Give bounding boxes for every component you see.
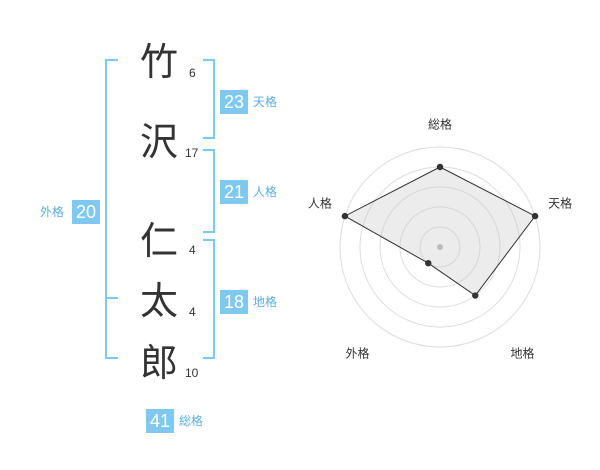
stroke-count-2: 17 [185, 146, 199, 160]
chikaku-label: 地格 [253, 295, 278, 309]
jinkaku-label: 人格 [253, 185, 278, 199]
radar-axis-label-2: 天格 [548, 195, 572, 210]
gaikaku-bracket [105, 59, 118, 359]
radar-ring-1 [419, 226, 461, 268]
tenkaku-label: 天格 [253, 95, 278, 109]
radar-point-2 [531, 212, 539, 220]
stroke-count-4: 4 [189, 305, 196, 319]
radar-axis-label-1: 総格 [428, 117, 452, 132]
radar-center-dot [437, 244, 443, 250]
radar-series-polygon [343, 166, 536, 297]
tenkaku-value: 23 [220, 90, 248, 114]
jinkaku-value: 21 [220, 180, 248, 204]
chikaku-value: 18 [220, 290, 248, 314]
name-char-3: 仁 [139, 219, 178, 263]
gaikaku-label: 外格 [40, 205, 65, 219]
soukaku-value: 41 [146, 409, 174, 433]
radar-axis-label-4: 外格 [345, 346, 369, 361]
stroke-count-3: 4 [189, 243, 196, 257]
soukaku-label: 総格 [179, 414, 204, 428]
jinkaku-bracket [203, 149, 215, 233]
name-char-2: 沢 [139, 120, 178, 164]
stroke-count-1: 6 [189, 66, 196, 80]
name-char-4: 太 [139, 279, 178, 323]
radar-point-1 [436, 163, 444, 171]
radar-point-3 [472, 292, 479, 299]
stroke-count-5: 10 [185, 366, 199, 380]
radar-ring-3 [379, 186, 501, 308]
chikaku-bracket [203, 239, 215, 359]
radar-point-4 [425, 259, 432, 267]
name-char-1: 竹 [139, 40, 178, 84]
radar-axis-label-3: 地格 [511, 346, 535, 361]
radar-axis-label-5: 人格 [308, 195, 332, 210]
name-char-5: 郎 [139, 341, 178, 385]
gaikaku-value: 20 [72, 200, 100, 224]
tenkaku-bracket [203, 59, 215, 139]
radar-point-5 [341, 212, 349, 220]
